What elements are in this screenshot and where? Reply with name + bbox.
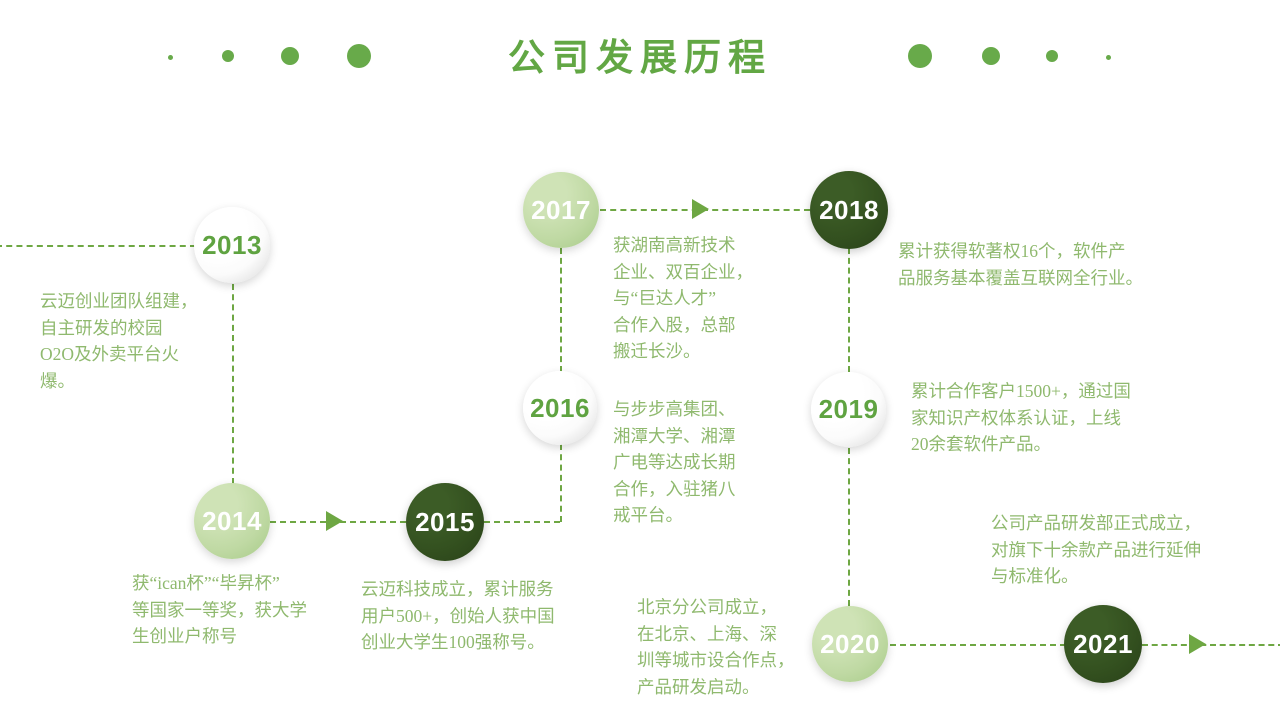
milestone-description-2019: 累计合作客户1500+，通过国 家知识产权体系认证，上线 20余套软件产品。 [911, 381, 1131, 455]
milestone-node-2017[interactable]: 2017 [523, 172, 599, 248]
connector-2020-to-2021 [890, 644, 1066, 646]
milestone-node-2021[interactable]: 2021 [1064, 605, 1142, 683]
milestone-year-2019: 2019 [818, 394, 879, 424]
arrow-2017-to-2018-icon [692, 199, 709, 219]
connector-2019-to-2020 [848, 448, 850, 606]
milestone-year-2016: 2016 [530, 392, 590, 423]
milestone-description-2021: 公司产品研发部正式成立， 对旗下十余款产品进行延伸 与标准化。 [991, 513, 1201, 587]
milestone-description-2014: 获“ican杯”“毕昇杯” 等国家一等奖，获大学 生创业户称号 [132, 573, 307, 647]
decorative-dot-left-2 [222, 50, 234, 62]
milestone-year-2018: 2018 [819, 194, 879, 225]
connector-2013-to-2014 [232, 284, 234, 484]
milestone-year-2013: 2013 [202, 229, 262, 260]
milestone-node-2015[interactable]: 2015 [406, 483, 484, 561]
milestone-node-2013[interactable]: 2013 [194, 207, 270, 283]
arrow-2021-exit-icon [1189, 634, 1206, 654]
milestone-description-2013: 云迈创业团队组建， 自主研发的校园 O2O及外卖平台火 爆。 [40, 291, 198, 391]
page-title: 公司发展历程 [508, 37, 772, 78]
milestone-description-2020: 北京分公司成立， 在北京、上海、深 圳等城市设合作点， 产品研发启动。 [637, 597, 795, 697]
milestone-year-2020: 2020 [820, 628, 880, 659]
decorative-dot-right-3 [1046, 50, 1058, 62]
connector-2015-to-riser [484, 521, 560, 523]
decorative-dot-left-1 [168, 55, 173, 60]
milestone-node-2020[interactable]: 2020 [812, 606, 888, 682]
milestone-description-2017: 获湖南高新技术 企业、双百企业， 与“巨达人才” 合作入股，总部 搬迁长沙。 [613, 235, 753, 362]
connector-entry-to-2013 [0, 245, 196, 247]
milestone-description-2018: 累计获得软著权16个，软件产 品服务基本覆盖互联网全行业。 [898, 241, 1143, 288]
milestone-node-2016[interactable]: 2016 [523, 371, 597, 445]
decorative-dot-right-4 [1106, 55, 1111, 60]
connector-2021-exit [1142, 644, 1280, 646]
milestone-node-2019[interactable]: 2019 [811, 372, 886, 447]
milestone-year-2014: 2014 [202, 505, 262, 536]
milestone-year-2015: 2015 [415, 506, 475, 537]
decorative-dot-right-2 [982, 47, 1000, 65]
milestone-description-2015: 云迈科技成立，累计服务 用户500+，创始人获中国 创业大学生100强称号。 [361, 579, 555, 653]
connector-riser-to-2016 [560, 444, 562, 522]
connector-2018-to-2019 [848, 248, 850, 372]
milestone-year-2021: 2021 [1073, 628, 1133, 659]
decorative-dot-left-3 [281, 47, 299, 65]
milestone-year-2017: 2017 [531, 194, 591, 225]
decorative-dot-left-4 [347, 44, 371, 68]
header-band: 公司发展历程 [0, 0, 1280, 110]
milestone-node-2014[interactable]: 2014 [194, 483, 270, 559]
milestone-description-2016: 与步步高集团、 湘潭大学、湘潭 广电等达成长期 合作，入驻猪八 戒平台。 [613, 399, 736, 526]
connector-2016-to-2017 [560, 248, 562, 372]
decorative-dot-right-1 [908, 44, 932, 68]
milestone-node-2018[interactable]: 2018 [810, 171, 888, 249]
arrow-2014-to-2015-icon [326, 511, 343, 531]
